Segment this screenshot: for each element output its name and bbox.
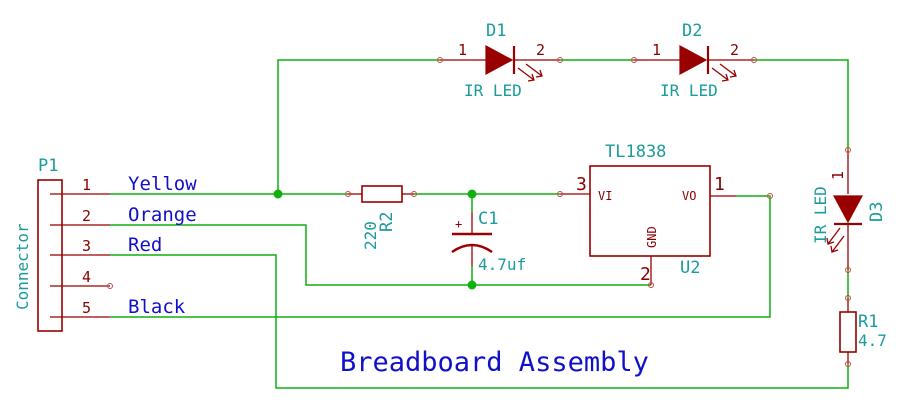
d1-ref: D1 xyxy=(486,21,506,41)
net-label-yellow: Yellow xyxy=(128,173,197,195)
c1-ref: C1 xyxy=(478,209,498,229)
d3-pin1: 1 xyxy=(829,171,847,180)
c1-value: 4.7uf xyxy=(478,255,526,274)
d1-pin2: 2 xyxy=(536,41,545,59)
connector-pin-1: 1 xyxy=(82,176,91,194)
connector-value: Connector xyxy=(13,223,32,310)
connector-pin-4: 4 xyxy=(82,268,91,286)
connector-pin-stubs xyxy=(50,193,113,318)
wire-red xyxy=(110,254,849,389)
resistor-body xyxy=(839,311,857,353)
u2-pin-gnd-num: 2 xyxy=(640,264,651,285)
emission-arrows-icon xyxy=(711,63,737,82)
connector-ref: P1 xyxy=(38,156,58,176)
d3-ref: D3 xyxy=(867,202,887,222)
wire-d2-d3 xyxy=(754,59,849,150)
diode-d3[interactable]: D3 IR LED 1 xyxy=(811,147,887,273)
r1-value: 4.7 xyxy=(858,331,887,350)
u2-ref: U2 xyxy=(680,258,700,278)
diode-triangle xyxy=(832,195,864,224)
connector-p1[interactable]: P1 Connector 1 2 3 4 5 xyxy=(13,156,113,332)
d2-pin1: 1 xyxy=(652,41,661,59)
u2-pin-gnd-name: GND xyxy=(645,226,659,248)
r2-value: 220 xyxy=(361,221,380,250)
diode-d2[interactable]: D2 IR LED 1 2 xyxy=(631,21,757,100)
resistor-r1[interactable]: R1 4.7 xyxy=(839,295,887,367)
net-label-red: Red xyxy=(128,234,162,256)
diode-triangle xyxy=(485,44,514,76)
diode-triangle xyxy=(679,44,708,76)
connector-pin-2: 2 xyxy=(82,207,91,225)
u2-pin-vo-num: 1 xyxy=(714,174,725,195)
resistor-body xyxy=(361,185,403,203)
d1-value: IR LED xyxy=(464,81,522,100)
ic-body xyxy=(589,165,711,257)
net-labels: Yellow Orange Red Black xyxy=(128,173,197,318)
junctions xyxy=(273,189,477,290)
junction-dot xyxy=(273,189,283,199)
d1-pin1: 1 xyxy=(458,41,467,59)
resistor-r2[interactable]: 220 R2 xyxy=(345,185,417,250)
d2-pin2: 2 xyxy=(730,41,739,59)
u2-pin-vi-num: 3 xyxy=(576,174,587,195)
ic-u2[interactable]: TL1838 U2 3 VI 1 VO 2 GND xyxy=(557,142,773,288)
connector-pin-3: 3 xyxy=(82,237,91,255)
junction-dot xyxy=(467,280,477,290)
net-label-orange: Orange xyxy=(128,204,197,226)
capacitor-c1[interactable]: + C1 4.7uf xyxy=(451,209,526,274)
emission-arrows-icon xyxy=(517,63,543,82)
d2-value: IR LED xyxy=(660,81,718,100)
wires xyxy=(110,59,849,389)
wire-top-loop xyxy=(277,59,440,194)
connector-pin-5: 5 xyxy=(82,299,91,317)
wire-black xyxy=(110,195,771,318)
r2-ref: R2 xyxy=(377,212,397,232)
diode-d1[interactable]: D1 IR LED 1 2 xyxy=(437,21,563,100)
c1-polarity: + xyxy=(455,217,462,231)
u2-pin-vo-name: VO xyxy=(682,189,696,203)
wire-orange xyxy=(110,224,651,286)
u2-value: TL1838 xyxy=(605,142,666,162)
junction-dot xyxy=(467,189,477,199)
sheet-title: Breadboard Assembly xyxy=(340,347,649,378)
emission-arrows-icon xyxy=(826,227,845,253)
u2-pin-vi-name: VI xyxy=(598,189,612,203)
r1-ref: R1 xyxy=(858,312,878,332)
net-label-black: Black xyxy=(128,296,186,318)
d2-ref: D2 xyxy=(682,21,702,41)
d3-value: IR LED xyxy=(811,186,830,244)
